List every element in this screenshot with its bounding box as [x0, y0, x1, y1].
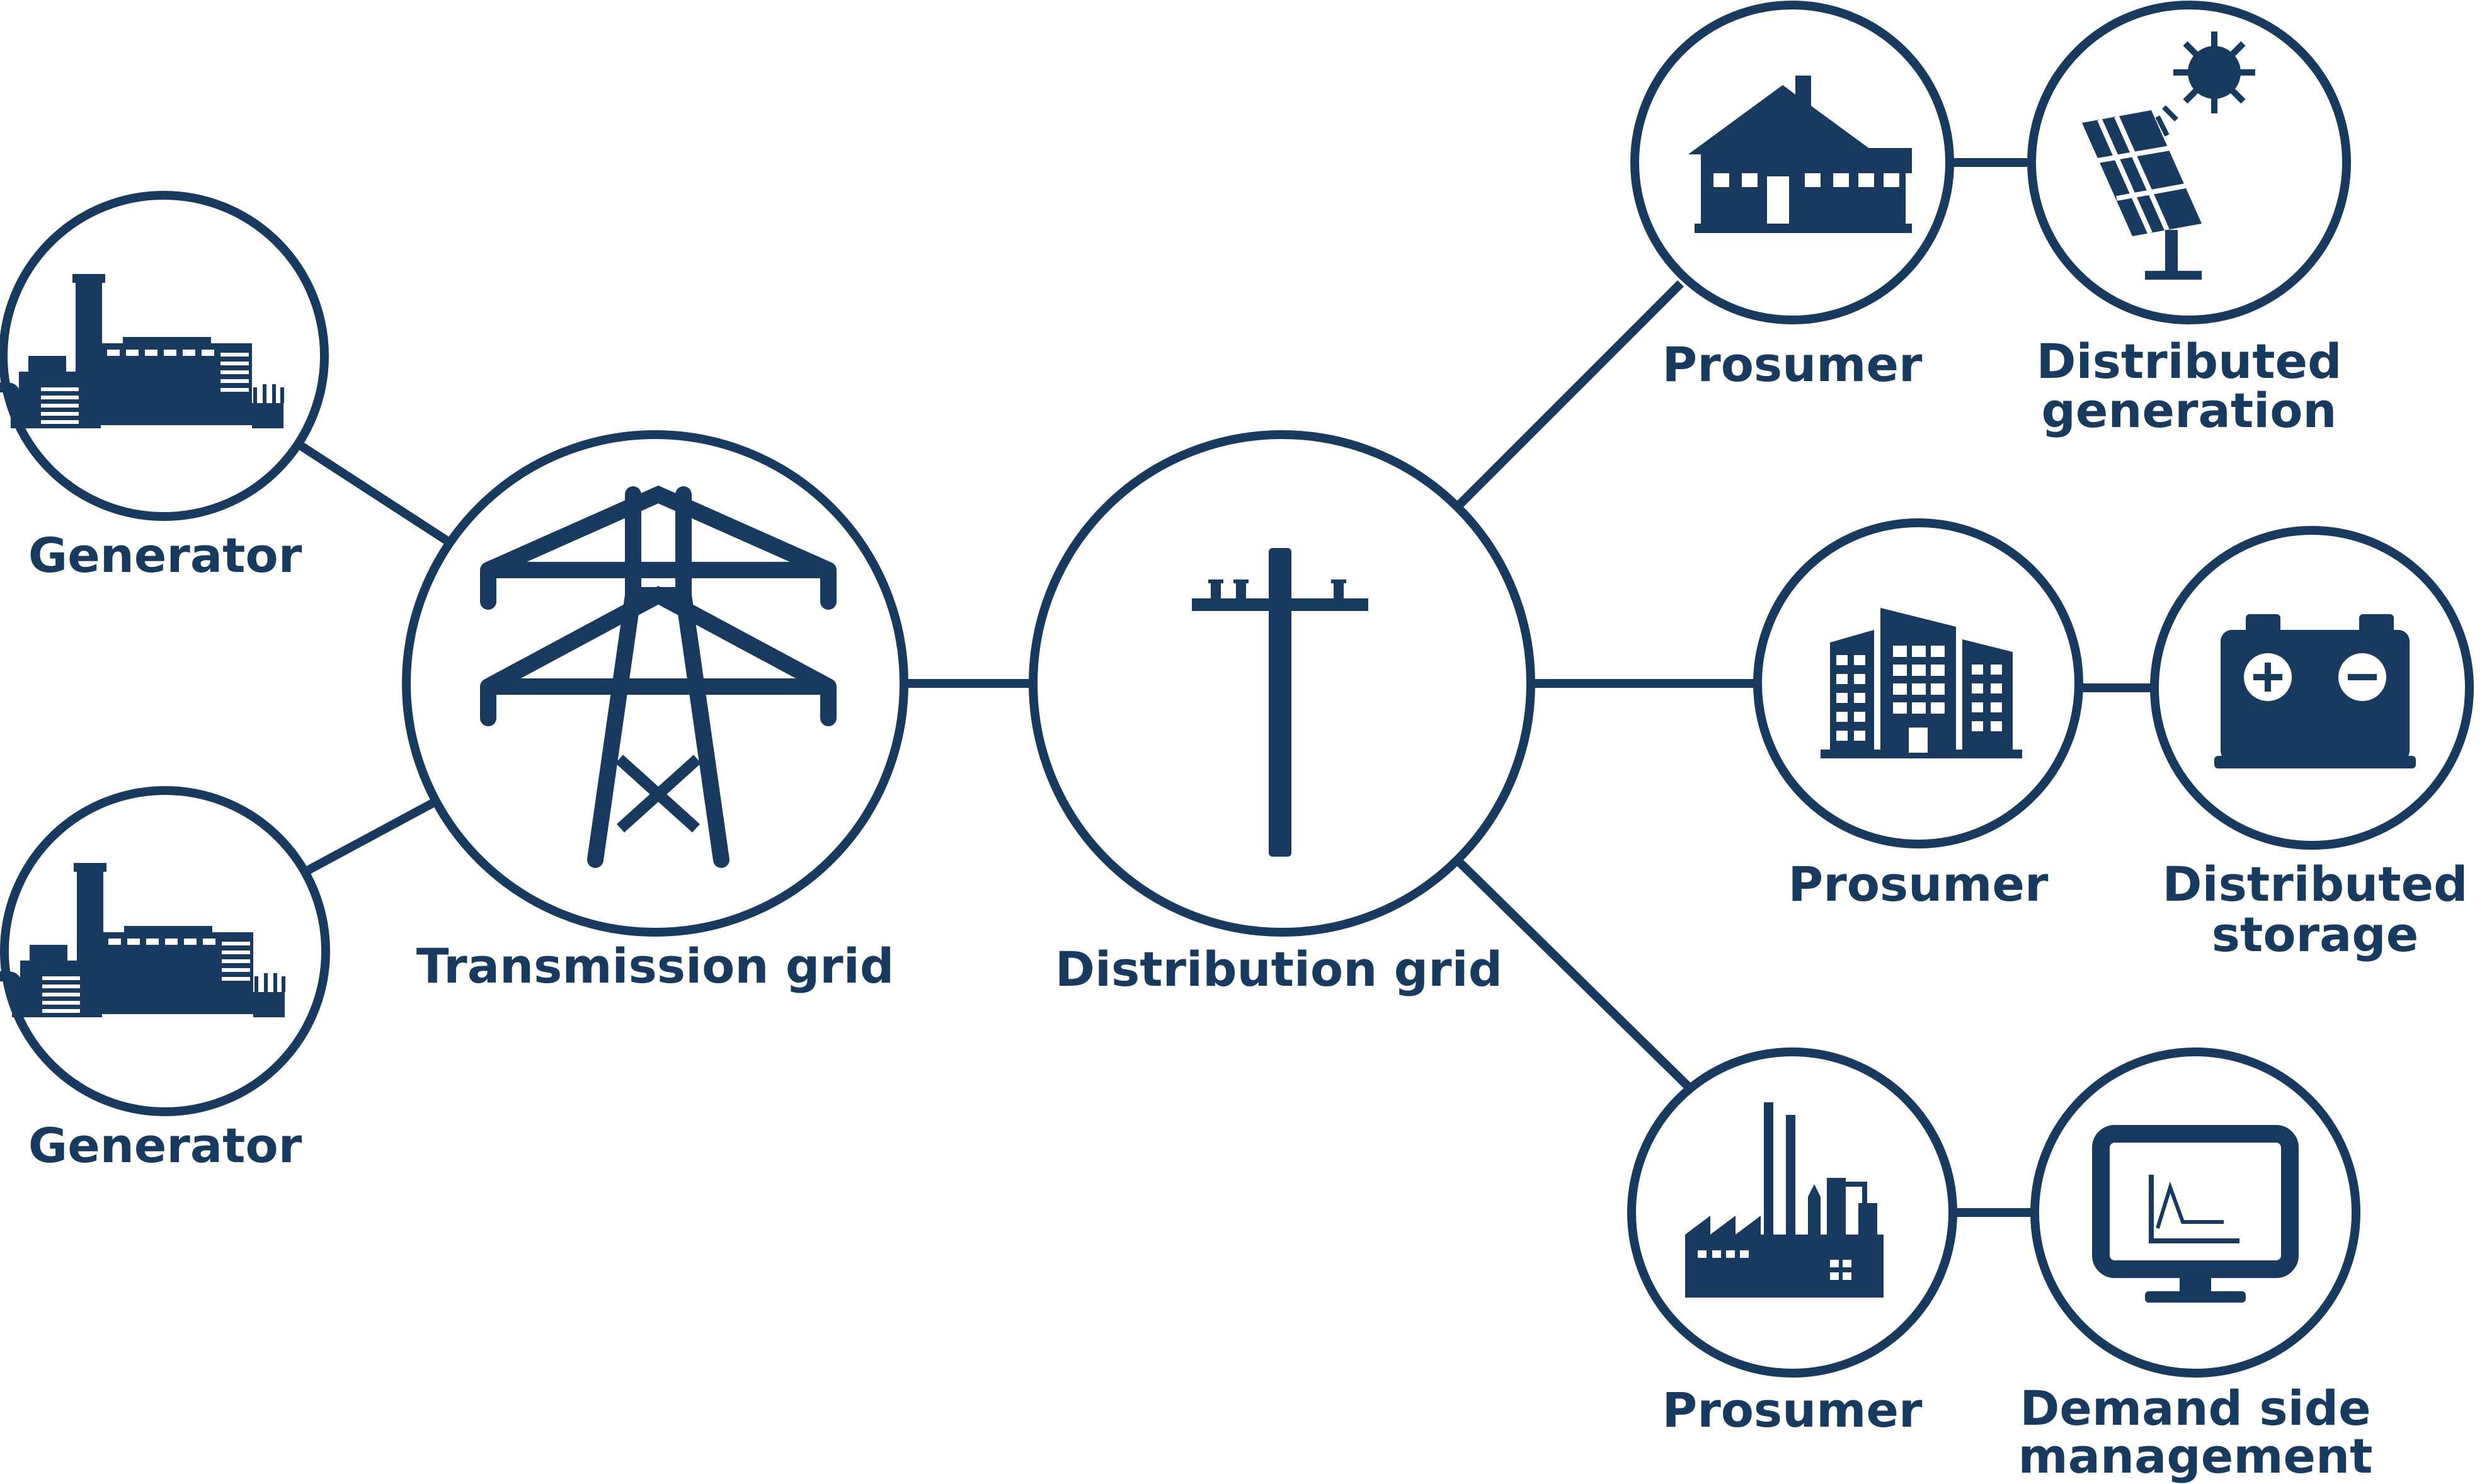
distributed-storage-label-line2: storage [2212, 906, 2419, 962]
prosumer-buildings-label: Prosumer [1788, 856, 2049, 912]
node-prosumer-house: Prosumer [1630, 1, 1954, 392]
distributed-generation-label-line2: generation [2041, 382, 2336, 438]
distribution-grid-label: Distribution grid [1055, 941, 1502, 997]
edge-generator-bottom-transmission [306, 794, 443, 874]
distributed-generation-label-line1: Distributed [2036, 333, 2342, 389]
distributed-storage-label-line1: Distributed [2162, 856, 2468, 912]
generator-bottom-label: Generator [28, 1117, 302, 1173]
generator-top-label: Generator [28, 527, 302, 583]
node-distribution-grid: Distribution grid [1029, 430, 1535, 997]
node-generator-bottom: Generator [0, 786, 330, 1173]
prosumer-factory-label: Prosumer [1662, 1382, 1923, 1438]
edge-distribution-prosumer-factory [1457, 860, 1691, 1090]
node-distributed-generation: Distributed generation [2027, 1, 2351, 438]
battery-icon [2214, 614, 2416, 768]
edge-generator-top-transmission [299, 442, 451, 545]
prosumer-house-label: Prosumer [1662, 336, 1923, 392]
demand-side-management-label-line2: management [2018, 1428, 2373, 1484]
node-prosumer-buildings: Prosumer [1753, 518, 2083, 912]
node-distributed-storage: Distributed storage [2150, 526, 2474, 962]
edge-distribution-prosumer-house [1457, 280, 1684, 507]
node-generator-top: Generator [0, 191, 329, 583]
node-prosumer-factory: Prosumer [1627, 1047, 1957, 1438]
transmission-grid-label: Transmission grid [416, 938, 894, 994]
node-transmission-grid: Transmission grid [402, 430, 908, 994]
edges [299, 158, 2156, 1217]
demand-side-management-label-line1: Demand side [2020, 1380, 2370, 1436]
node-demand-side-management: Demand side management [2018, 1047, 2373, 1484]
